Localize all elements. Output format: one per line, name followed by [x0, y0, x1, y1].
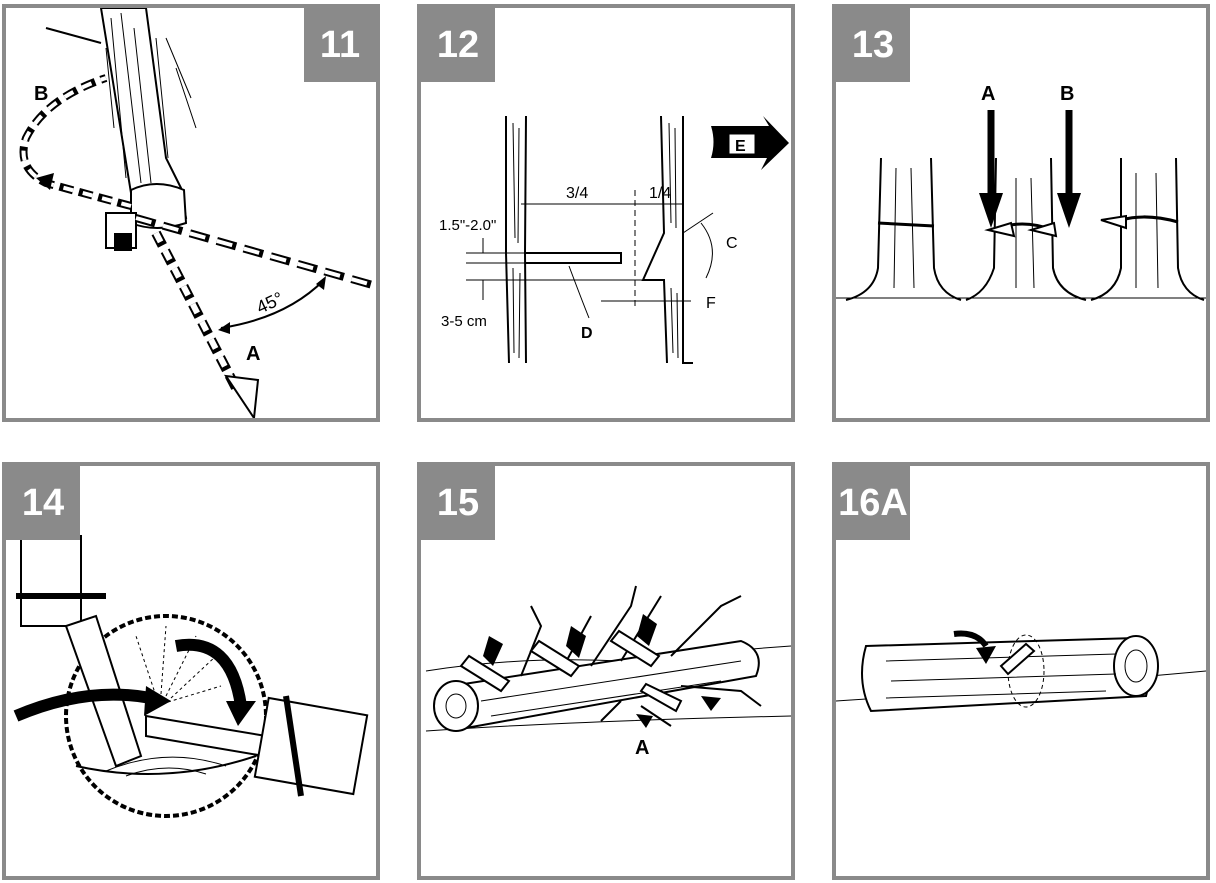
label-b: B	[34, 83, 48, 105]
label-f: F	[706, 295, 716, 312]
log-cut-illustration	[836, 630, 1206, 713]
panel-number: 15	[421, 466, 495, 540]
panel-16a: 16A	[832, 462, 1210, 880]
label-d: D	[581, 325, 593, 342]
panel-number: 13	[836, 8, 910, 82]
label-c: C	[726, 235, 738, 252]
panel-15: A 15	[417, 462, 795, 880]
dim-depth: 1.5"-2.0"	[439, 217, 496, 234]
panel-number: 12	[421, 8, 495, 82]
panel-number: 16A	[836, 466, 910, 540]
label-a: A	[635, 737, 649, 759]
panel-number: 14	[6, 466, 80, 540]
panel-13: A B 13	[832, 4, 1210, 422]
limbing-illustration: A	[425, 585, 791, 759]
felling-direction-illustration: B A 45°	[19, 8, 376, 418]
label-a: A	[981, 83, 995, 105]
panel-14: 14	[2, 462, 380, 880]
dim-one-quarter: 1/4	[649, 185, 671, 202]
panel-12: E 3/4 1/4 1.5"-2.0" 3-5 cm D C F 12	[417, 4, 795, 422]
panel-number: 11	[304, 8, 376, 82]
felling-notch-diagram: E 3/4 1/4 1.5"-2.0" 3-5 cm D C F	[439, 115, 789, 364]
label-a: A	[246, 343, 260, 365]
panel-11: B A 45° 11	[2, 4, 380, 422]
dim-cm: 3-5 cm	[441, 313, 487, 330]
dim-three-quarter: 3/4	[566, 185, 588, 202]
hinge-cut-illustration: A B	[836, 83, 1206, 301]
label-e: E	[735, 138, 746, 155]
bucking-illustration	[13, 535, 369, 818]
angle-label: 45°	[253, 288, 286, 318]
label-b: B	[1060, 83, 1074, 105]
